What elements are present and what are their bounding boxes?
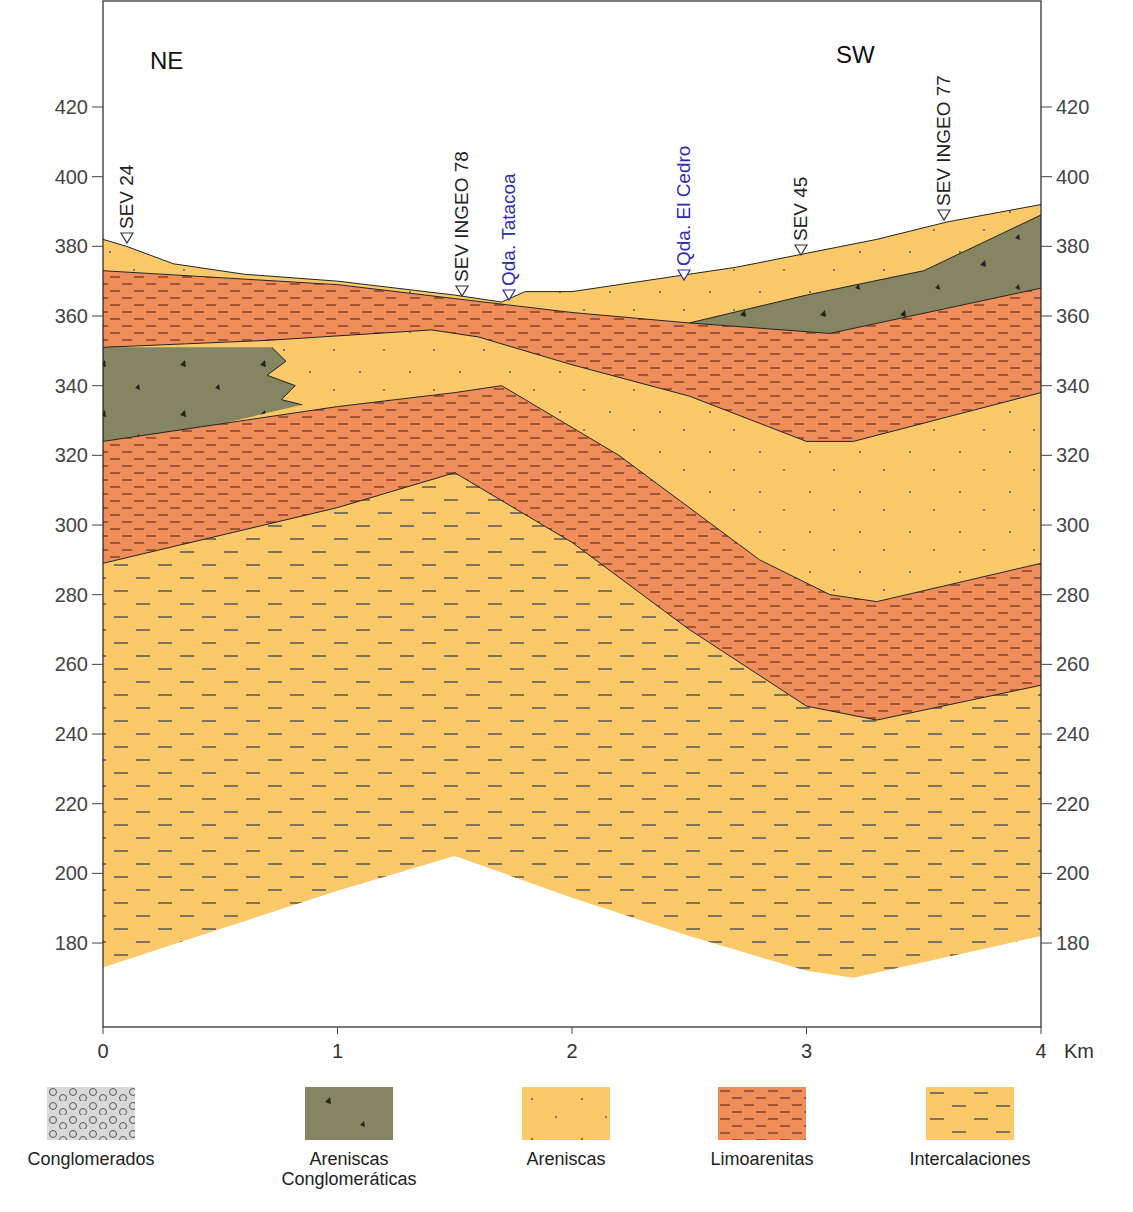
elevation-tick: 200 [55, 862, 88, 884]
plot-frame [103, 1, 1041, 1027]
distance-tick: 0 [97, 1040, 108, 1062]
arenisca-conglomeratica-wedge-pattern [689, 215, 1041, 333]
elevation-tick: 400 [55, 166, 88, 188]
elevation-tick: 340 [1056, 375, 1089, 397]
arenisca-conglomeratica-wedge [689, 215, 1041, 333]
legend-swatch [718, 1087, 806, 1140]
legend-swatch [47, 1087, 135, 1140]
legend-text: Areniscas [481, 1150, 651, 1170]
station-marker [938, 210, 950, 220]
elevation-tick: 220 [55, 793, 88, 815]
sounding-label: SEV INGEO 78 [452, 151, 473, 282]
elevation-tick: 200 [1056, 862, 1089, 884]
elevation-tick: 280 [1056, 584, 1089, 606]
direction-label: NE [150, 48, 183, 74]
elevation-tick: 360 [55, 305, 88, 327]
elevation-tick: 420 [55, 96, 88, 118]
elevation-tick: 300 [55, 514, 88, 536]
contact-line [103, 473, 1041, 720]
elevation-tick: 260 [1056, 653, 1089, 675]
elevation-tick: 320 [1056, 444, 1089, 466]
arenisca-conglomeratica-lens-pattern [103, 347, 302, 441]
strata [103, 205, 1041, 978]
sounding-label: SEV INGEO 77 [934, 75, 955, 206]
arenisca-conglomeratica-lens [103, 347, 302, 441]
elevation-tick: 360 [1056, 305, 1089, 327]
lens-edge [267, 347, 302, 404]
elevation-tick: 240 [55, 723, 88, 745]
elevation-tick: 180 [1056, 932, 1089, 954]
elevation-tick: 340 [55, 375, 88, 397]
boundaries [103, 205, 1041, 721]
legend-text: Conglomerados [6, 1150, 176, 1170]
distance-tick: 4 [1035, 1040, 1046, 1062]
contact-line [103, 330, 1041, 441]
elevation-tick: 220 [1056, 793, 1089, 815]
elevation-tick: 280 [55, 584, 88, 606]
arenisca-cap-pattern [103, 205, 1041, 334]
distance-tick: 3 [801, 1040, 812, 1062]
legend-swatch [522, 1087, 610, 1140]
sounding-label: SEV 24 [117, 165, 138, 229]
distance-unit: Km [1064, 1040, 1094, 1062]
direction-label: SW [836, 42, 875, 68]
station-marker [678, 270, 690, 280]
station-marker [121, 233, 133, 243]
contact-line [103, 205, 1041, 303]
legend-text: Intercalaciones [885, 1150, 1055, 1170]
contact-line [689, 215, 1041, 323]
elevation-tick: 380 [55, 235, 88, 257]
distance-tick: 2 [566, 1040, 577, 1062]
elevation-tick: 380 [1056, 235, 1089, 257]
axis-ticks [92, 107, 1052, 1034]
elevation-tick: 320 [55, 444, 88, 466]
creek-label: Qda. El Cedro [674, 146, 695, 266]
elevation-tick: 400 [1056, 166, 1089, 188]
distance-tick: 1 [332, 1040, 343, 1062]
arenisca-cap [103, 205, 1041, 334]
elevation-tick: 180 [55, 932, 88, 954]
legend-swatch [305, 1087, 393, 1140]
elevation-tick: 420 [1056, 96, 1089, 118]
legend-swatch [926, 1087, 1014, 1140]
elevation-tick: 240 [1056, 723, 1089, 745]
station-marker [795, 245, 807, 255]
creek-label: Qda. Tatacoa [499, 173, 520, 286]
elevation-tick: 260 [55, 653, 88, 675]
legend-text: Limoarenitas [677, 1150, 847, 1170]
station-marker [456, 286, 468, 296]
sounding-label: SEV 45 [791, 177, 812, 241]
elevation-tick: 300 [1056, 514, 1089, 536]
contact-line [103, 386, 1041, 602]
contact-line [103, 271, 1041, 334]
station-marker [503, 290, 515, 300]
legend-text: Areniscas Conglomeráticas [264, 1150, 434, 1190]
station-markers [121, 210, 950, 300]
